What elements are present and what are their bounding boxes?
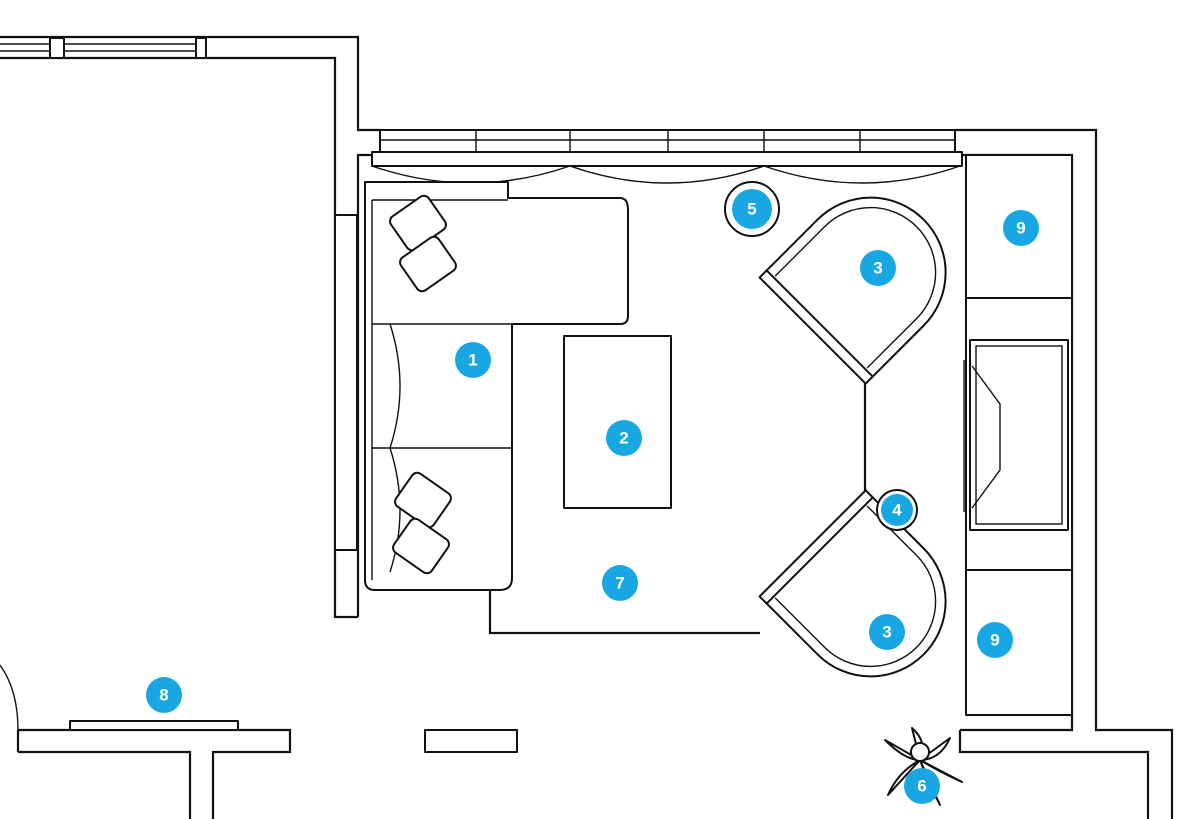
marker-label: 2 bbox=[619, 429, 628, 448]
marker-label: 7 bbox=[615, 574, 624, 593]
marker-coffee-table: 2 bbox=[606, 420, 642, 456]
window-top-left bbox=[0, 37, 207, 59]
marker-armchair-top: 3 bbox=[860, 250, 896, 286]
marker-label: 6 bbox=[917, 777, 926, 796]
marker-label: 5 bbox=[747, 200, 756, 219]
marker-cabinet-bottom: 9 bbox=[977, 622, 1013, 658]
marker-rug: 7 bbox=[602, 565, 638, 601]
marker-label: 1 bbox=[468, 351, 477, 370]
marker-label: 9 bbox=[990, 631, 999, 650]
marker-armchair-bottom: 3 bbox=[869, 614, 905, 650]
marker-plant: 6 bbox=[904, 768, 940, 804]
marker-side-table-upper: 5 bbox=[732, 189, 772, 229]
window-bay bbox=[371, 129, 963, 184]
rug bbox=[488, 365, 867, 635]
marker-sofa: 1 bbox=[455, 342, 491, 378]
marker-label: 9 bbox=[1016, 219, 1025, 238]
armchair-bottom bbox=[758, 489, 947, 678]
marker-label: 3 bbox=[882, 623, 891, 642]
sofa bbox=[364, 181, 629, 591]
console bbox=[69, 720, 239, 731]
marker-label: 3 bbox=[873, 259, 882, 278]
marker-side-table-lower: 4 bbox=[881, 494, 913, 526]
radiator bbox=[334, 214, 358, 551]
cabinets bbox=[963, 154, 1073, 716]
armchair-top bbox=[758, 196, 947, 385]
marker-label: 4 bbox=[892, 501, 902, 520]
marker-cabinet-top: 9 bbox=[1003, 210, 1039, 246]
number-markers: 1 2 3 3 4 5 6 7 8 9 9 bbox=[146, 189, 1039, 804]
marker-console: 8 bbox=[146, 677, 182, 713]
marker-label: 8 bbox=[159, 686, 168, 705]
